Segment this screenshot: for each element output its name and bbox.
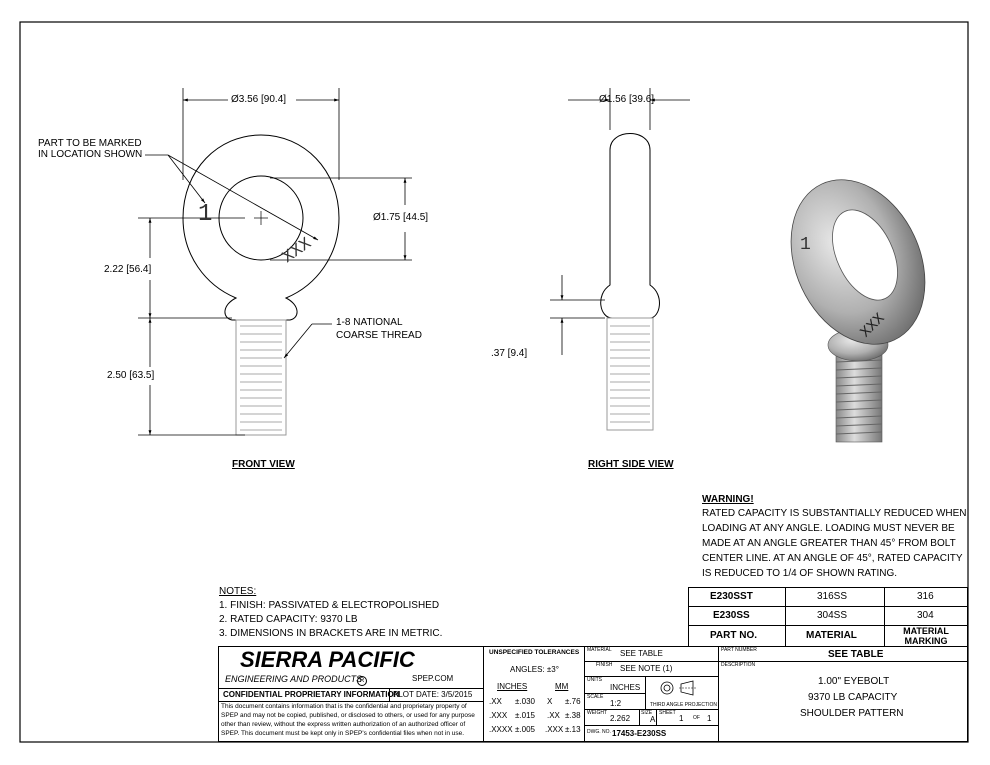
description-line: 9370 LB CAPACITY <box>808 692 898 703</box>
size-label: SIZE <box>641 710 653 716</box>
side-view <box>550 88 690 431</box>
part-number-label: PART NUMBER <box>721 647 757 653</box>
tolerances-mm-header: MM <box>555 682 569 691</box>
tol-cell: .XX <box>489 697 502 706</box>
tolerances-inches-header: INCHES <box>497 682 528 691</box>
weight-label: WEIGHT <box>587 710 607 716</box>
note-item: 3. DIMENSIONS IN BRACKETS ARE IN METRIC. <box>219 628 443 639</box>
material-label: MATERIAL <box>587 647 612 653</box>
part-row-partno: E230SST <box>710 591 753 602</box>
tol-cell: ±.005 <box>515 725 535 734</box>
part-row-material: 316SS <box>817 591 848 602</box>
description-label: DESCRIPTION <box>721 662 756 668</box>
company-website: SPEP.COM <box>412 674 454 683</box>
tol-cell: X <box>547 697 553 706</box>
part-row-partno: E230SS <box>713 610 750 621</box>
dim-shoulder-height: .37 [9.4] <box>491 348 528 359</box>
tol-cell: ±.030 <box>515 697 535 706</box>
notes-title: NOTES: <box>219 586 257 597</box>
material-value: SEE TABLE <box>620 649 663 658</box>
description-line: 1.00" EYEBOLT <box>818 676 890 687</box>
of-label: OF <box>693 715 700 721</box>
dim-eye-inner: Ø1.75 [44.5] <box>373 212 429 223</box>
confidential-label: CONFIDENTIAL PROPRIETARY INFORMATION <box>223 690 400 699</box>
part-header-marking: MATERIAL MARKING <box>903 626 949 646</box>
callout-marking-line2: IN LOCATION SHOWN <box>38 149 143 160</box>
tol-cell: ±.38 <box>565 711 581 720</box>
plot-date: PLOT DATE: 3/5/2015 <box>393 690 473 699</box>
tol-cell: .XX <box>547 711 560 720</box>
callout-thread-line2: COARSE THREAD <box>336 330 422 341</box>
units-value: INCHES <box>610 683 641 692</box>
part-header-material: MATERIAL <box>806 630 857 641</box>
dwg-value: 17453-E230SS <box>612 729 667 738</box>
warning-line: MADE AT AN ANGLE GREATER THAN 45° FROM B… <box>702 538 956 549</box>
tol-cell: ±.13 <box>565 725 581 734</box>
part-number-value: SEE TABLE <box>828 649 884 660</box>
dim-eye-outer: Ø3.56 [90.4] <box>231 94 287 105</box>
projection-label: THIRD ANGLE PROJECTION <box>650 702 717 708</box>
scale-label: SCALE <box>587 694 604 700</box>
tol-cell: ±.015 <box>515 711 535 720</box>
warning-line: CENTER LINE. AT AN ANGLE OF 45°, RATED C… <box>702 553 963 564</box>
callout-thread-line1: 1-8 NATIONAL <box>336 317 403 328</box>
of-value: 1 <box>707 714 712 723</box>
tolerances-angles: ANGLES: ±3° <box>510 665 559 674</box>
part-row-marking: 316 <box>917 591 934 602</box>
dim-height-center: 2.22 [56.4] <box>104 264 152 275</box>
isometric-view <box>790 179 926 443</box>
size-value: A <box>650 715 656 724</box>
tol-cell: .XXX <box>545 725 564 734</box>
disclaimer-line: This document contains information that … <box>221 703 467 710</box>
registered-icon: R <box>357 676 367 686</box>
dim-thread-length: 2.50 [63.5] <box>107 370 155 381</box>
mark-digit-iso: 1 <box>800 235 811 255</box>
scale-value: 1:2 <box>610 699 622 708</box>
warning-line: LOADING AT ANY ANGLE. LOADING MUST NEVER… <box>702 523 955 534</box>
sheet-label: SHEET <box>659 710 676 716</box>
tolerances-title: UNSPECIFIED TOLERANCES <box>489 649 580 656</box>
dwg-label: DWG. NO. <box>587 729 611 735</box>
front-view <box>138 88 412 436</box>
tol-cell: ±.76 <box>565 697 581 706</box>
tol-cell: .XXXX <box>489 725 513 734</box>
front-view-label: FRONT VIEW <box>232 459 295 470</box>
weight-value: 2.262 <box>610 714 631 723</box>
units-label: UNITS <box>587 677 602 683</box>
part-row-material: 304SS <box>817 610 848 621</box>
part-row-marking: 304 <box>917 610 934 621</box>
finish-label: FINISH <box>596 662 613 668</box>
disclaimer-line: SPEP. This document must be kept only in… <box>221 730 465 737</box>
warning-block: WARNING! RATED CAPACITY IS SUBSTANTIALLY… <box>702 495 967 579</box>
part-header-partno: PART NO. <box>710 630 758 641</box>
callout-marking-line1: PART TO BE MARKED <box>38 138 142 149</box>
company-subtitle: ENGINEERING AND PRODUCTS <box>225 674 363 684</box>
mark-digit-front: 1 <box>198 201 213 228</box>
tol-cell: .XXX <box>489 711 508 720</box>
description-line: SHOULDER PATTERN <box>800 708 904 719</box>
warning-line: IS REDUCED TO 1/4 OF SHOWN RATING. <box>702 568 898 579</box>
company-name: SIERRA PACIFIC <box>240 647 415 672</box>
warning-line: RATED CAPACITY IS SUBSTANTIALLY REDUCED … <box>702 508 967 519</box>
disclaimer-line: SPEP and may not be copied, published, o… <box>221 712 475 719</box>
dim-side-width: Ø1.56 [39.6] <box>599 94 655 105</box>
note-item: 1. FINISH: PASSIVATED & ELECTROPOLISHED <box>219 600 440 611</box>
drawing-border <box>19 21 969 743</box>
warning-title: WARNING! <box>702 494 754 505</box>
right-side-view-label: RIGHT SIDE VIEW <box>588 459 674 470</box>
note-item: 2. RATED CAPACITY: 9370 LB <box>219 614 358 625</box>
disclaimer-line: other than review, without the express w… <box>221 721 466 728</box>
finish-value: SEE NOTE (1) <box>620 664 673 673</box>
sheet-value: 1 <box>679 714 684 723</box>
